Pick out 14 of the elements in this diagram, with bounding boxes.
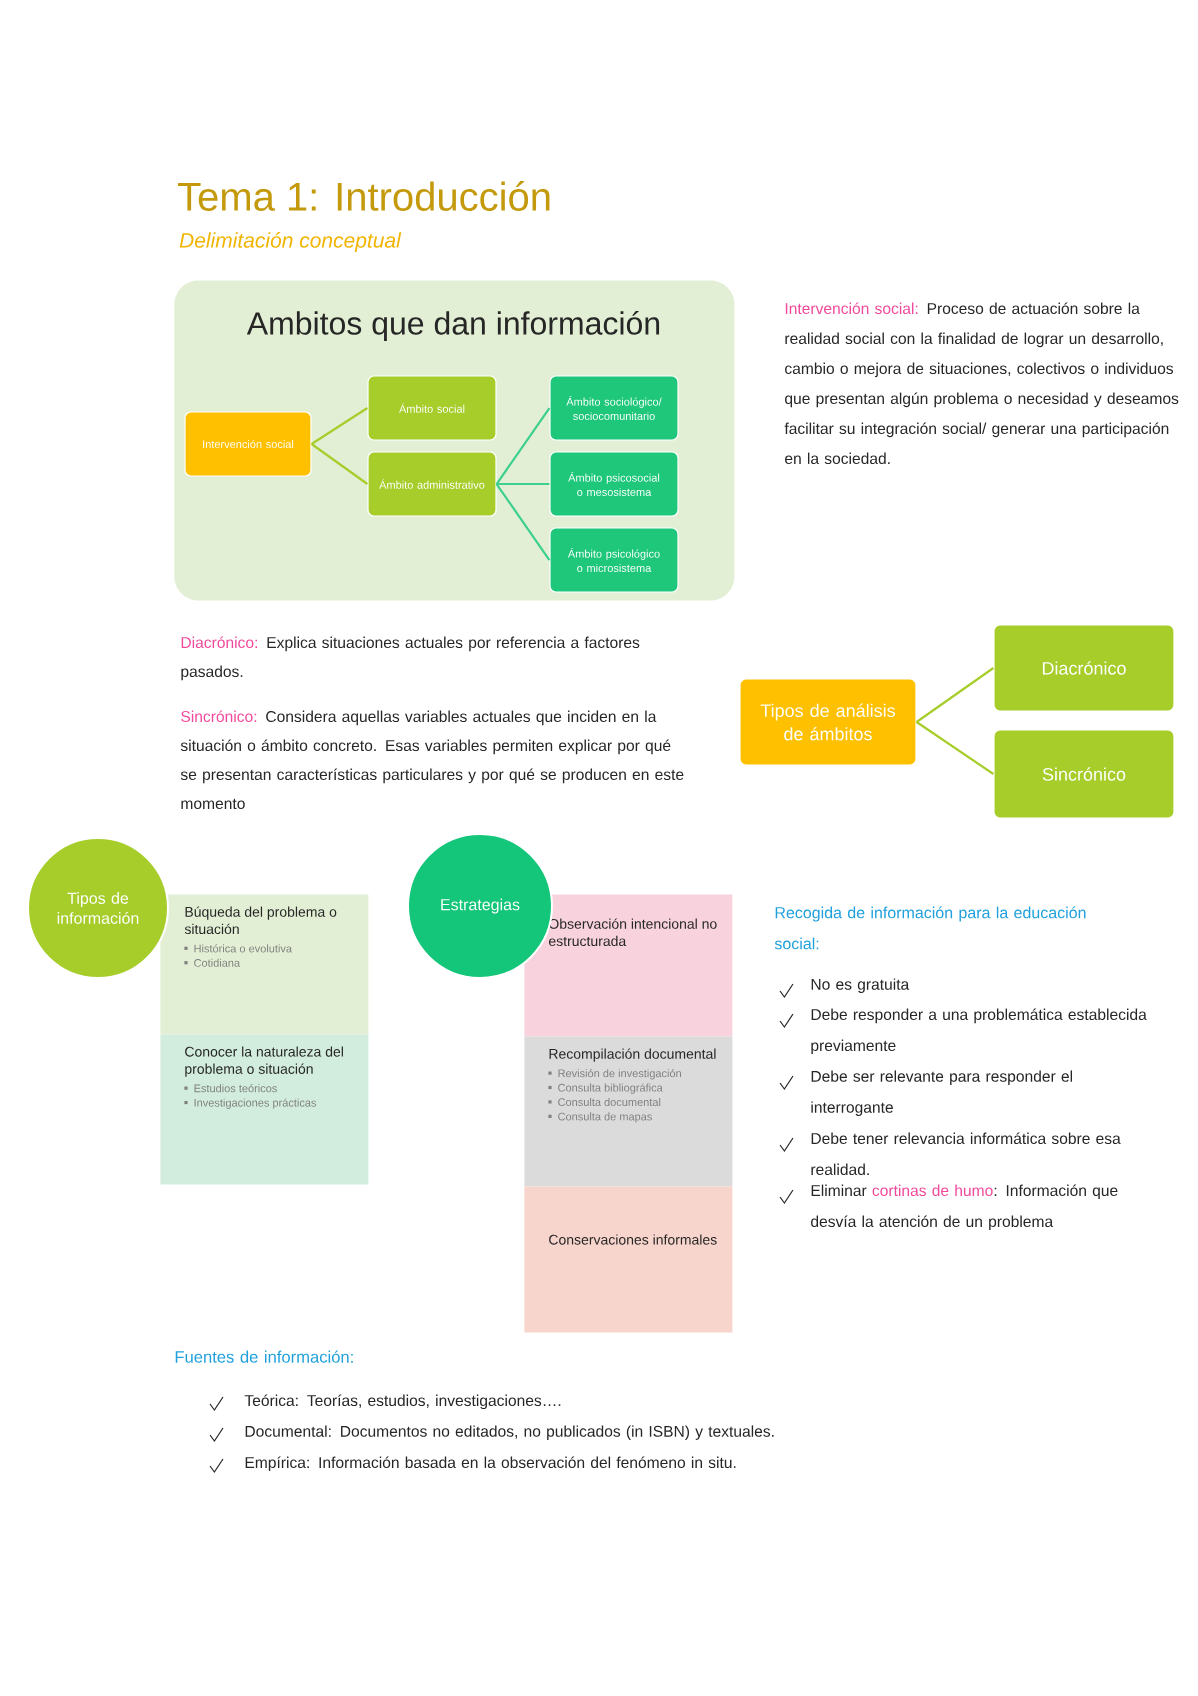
connector-line: [915, 667, 995, 723]
heading: Fuentes de información:: [175, 1350, 353, 1363]
process-box: Sincrónico: [993, 729, 1175, 819]
connector-line: [496, 482, 550, 486]
subtitle: Delimitación conceptual: [179, 232, 402, 252]
heading: Recogida de información para la educación social:: [774, 906, 1086, 950]
title: Tema 1: Introducción: [177, 181, 550, 211]
process-box: Diacrónico: [993, 624, 1175, 712]
connector-line: [310, 443, 369, 485]
connector-line: [495, 407, 551, 485]
process-box: Tipos de análisis de ámbitos: [739, 678, 917, 766]
connector-line: [311, 407, 368, 445]
connector-line: [495, 483, 551, 561]
connector-line: [915, 721, 994, 775]
